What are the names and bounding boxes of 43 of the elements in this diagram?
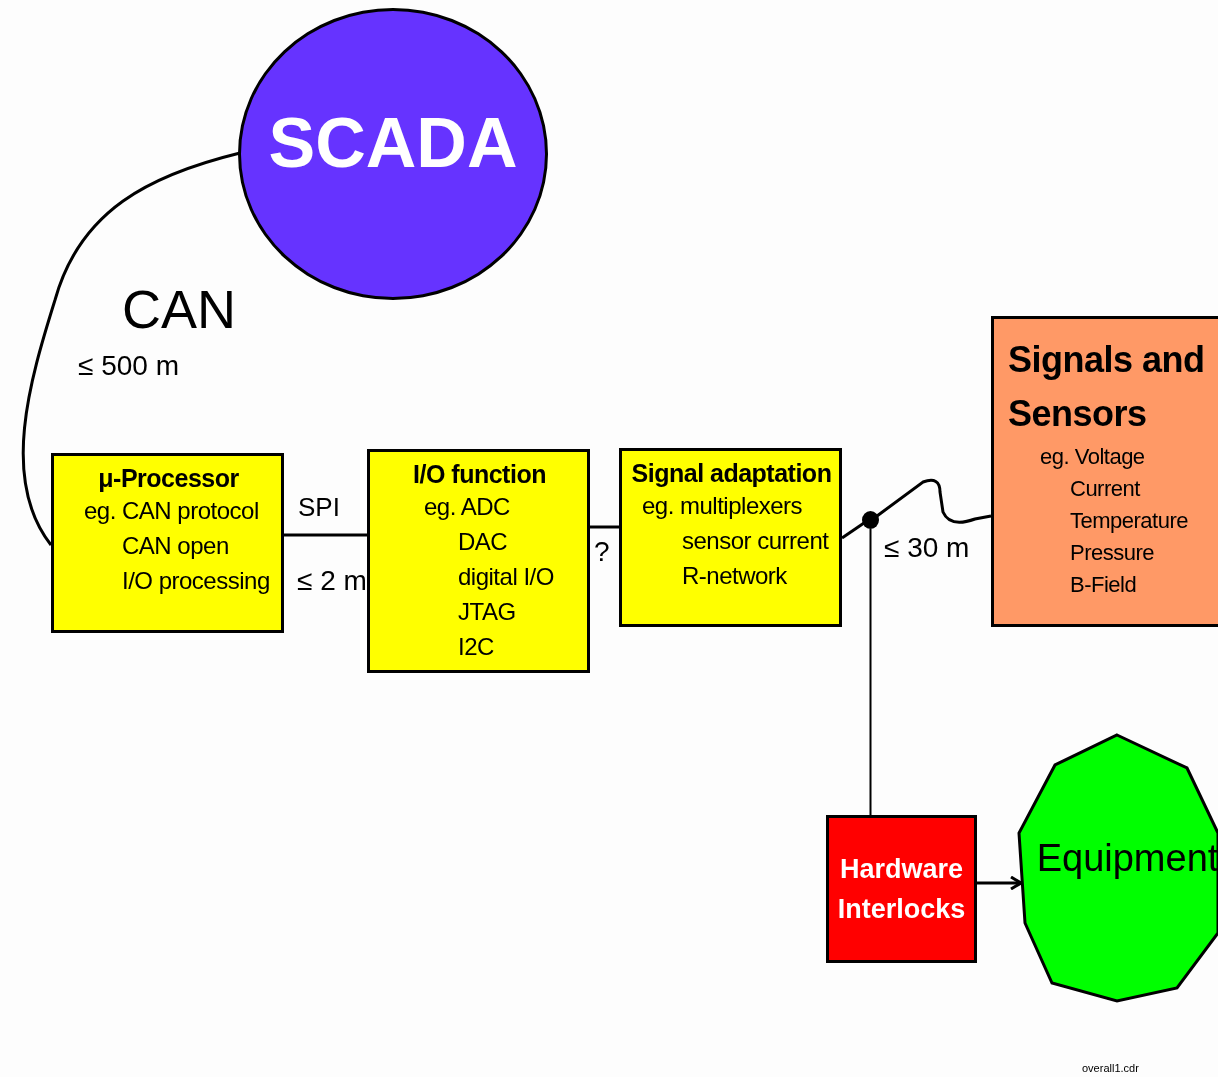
node-text: eg. CAN protocol (83, 496, 260, 526)
file-name: overall1.cdr (1082, 1062, 1139, 1074)
node-text: DAC (457, 527, 509, 557)
sensors-box (991, 316, 1218, 627)
node-text: Current (1069, 475, 1142, 503)
node-text: I/O processing (121, 566, 271, 596)
node-text: eg. ADC (423, 492, 511, 522)
node-text: digital I/O (457, 562, 555, 592)
node-text: CAN open (121, 531, 230, 561)
node-title: I/O function (412, 460, 547, 489)
connector-line (876, 478, 992, 524)
node-title: Hardware Interlocks (836, 852, 967, 926)
node-text: I2C (457, 632, 495, 662)
node-title: Signal adaptation (630, 459, 833, 488)
distance-label: ≤ 30 m (884, 532, 970, 564)
edge-label: ? (594, 536, 610, 568)
node-text: B-Field (1069, 571, 1138, 599)
node-text: Temperature (1069, 507, 1189, 535)
node-text: Pressure (1069, 539, 1156, 567)
node-text: eg. Voltage (1039, 443, 1146, 471)
function-box (51, 453, 284, 633)
connector-line (284, 533, 367, 537)
node-title: Equipment (1036, 837, 1218, 880)
distance-label: ≤ 2 m (297, 565, 367, 597)
node-text: sensor current (681, 526, 830, 556)
distance-label: ≤ 500 m (78, 350, 179, 382)
connector-line (841, 521, 865, 540)
function-box (367, 449, 590, 673)
node-title: Signals and Sensors (1008, 338, 1206, 436)
connector-line (590, 525, 619, 529)
node-title: SCADA (268, 103, 518, 183)
node-text: JTAG (457, 597, 517, 627)
interlock-box (826, 815, 977, 963)
node-text: R-network (681, 561, 788, 591)
equipment-nonagon (1017, 733, 1218, 1003)
node-text: eg. multiplexers (641, 491, 804, 521)
edge-label: SPI (298, 492, 340, 523)
node-title: μ-Processor (97, 464, 240, 493)
edge-label: CAN (122, 278, 236, 340)
function-box (619, 448, 842, 627)
arrow (977, 875, 1023, 891)
connector-line (869, 528, 872, 816)
junction-dot (862, 511, 879, 529)
